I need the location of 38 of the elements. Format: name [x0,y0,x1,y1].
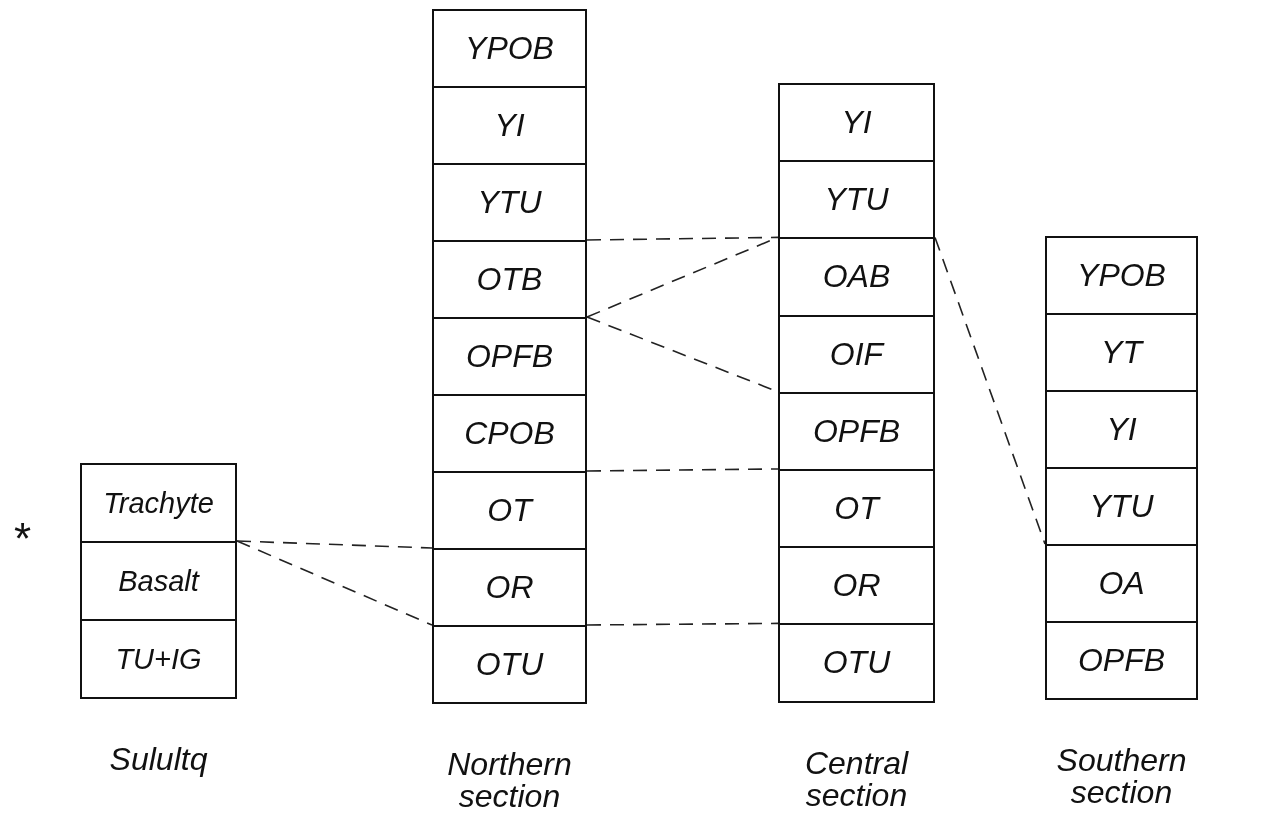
correlation-line [236,540,433,626]
correlation-line [934,236,1046,545]
rock-unit-cell: YI [780,85,933,161]
rock-unit-cell: YTU [1047,467,1196,544]
rock-unit-cell: YTU [780,160,933,238]
rock-unit-cell: OR [780,546,933,624]
rock-unit-cell: YTU [434,163,585,240]
asterisk-mark: * [14,514,32,564]
rock-unit-cell: YPOB [434,11,585,86]
rock-unit-cell: OT [780,468,933,547]
rock-unit-cell: OR [434,548,585,625]
column-caption: Northern section [446,748,573,812]
rock-unit-cell: TU+IG [82,619,235,697]
column-caption: Southern section [1055,744,1188,808]
rock-unit-cell: OA [1047,544,1196,621]
correlation-line [586,236,779,241]
column-caption: Sulultq [108,743,209,775]
rock-unit-cell: OTU [780,623,933,701]
correlation-line [586,622,779,626]
rock-unit-cell: OT [434,471,585,548]
rock-unit-cell: CPOB [434,394,585,471]
rock-unit-cell: YPOB [1047,238,1196,313]
rock-unit-cell: OPFB [1047,621,1196,698]
rock-unit-cell: OAB [780,237,933,315]
column-caption: Central section [803,746,910,811]
rock-unit-cell: OTB [434,240,585,317]
correlation-line [236,540,433,549]
rock-unit-cell: Basalt [82,541,235,619]
rock-unit-cell: YI [1047,390,1196,467]
correlation-line [586,468,779,472]
rock-unit-cell: OTU [434,625,585,702]
rock-unit-cell: OPFB [434,317,585,394]
stratigraphic-column [80,463,237,775]
rock-unit-cell: YI [434,86,585,163]
rock-unit-cell: Trachyte [82,465,235,541]
rock-unit-cell: OIF [780,314,933,392]
rock-unit-cell: YT [1047,313,1196,390]
rock-unit-cell: OPFB [780,391,933,469]
